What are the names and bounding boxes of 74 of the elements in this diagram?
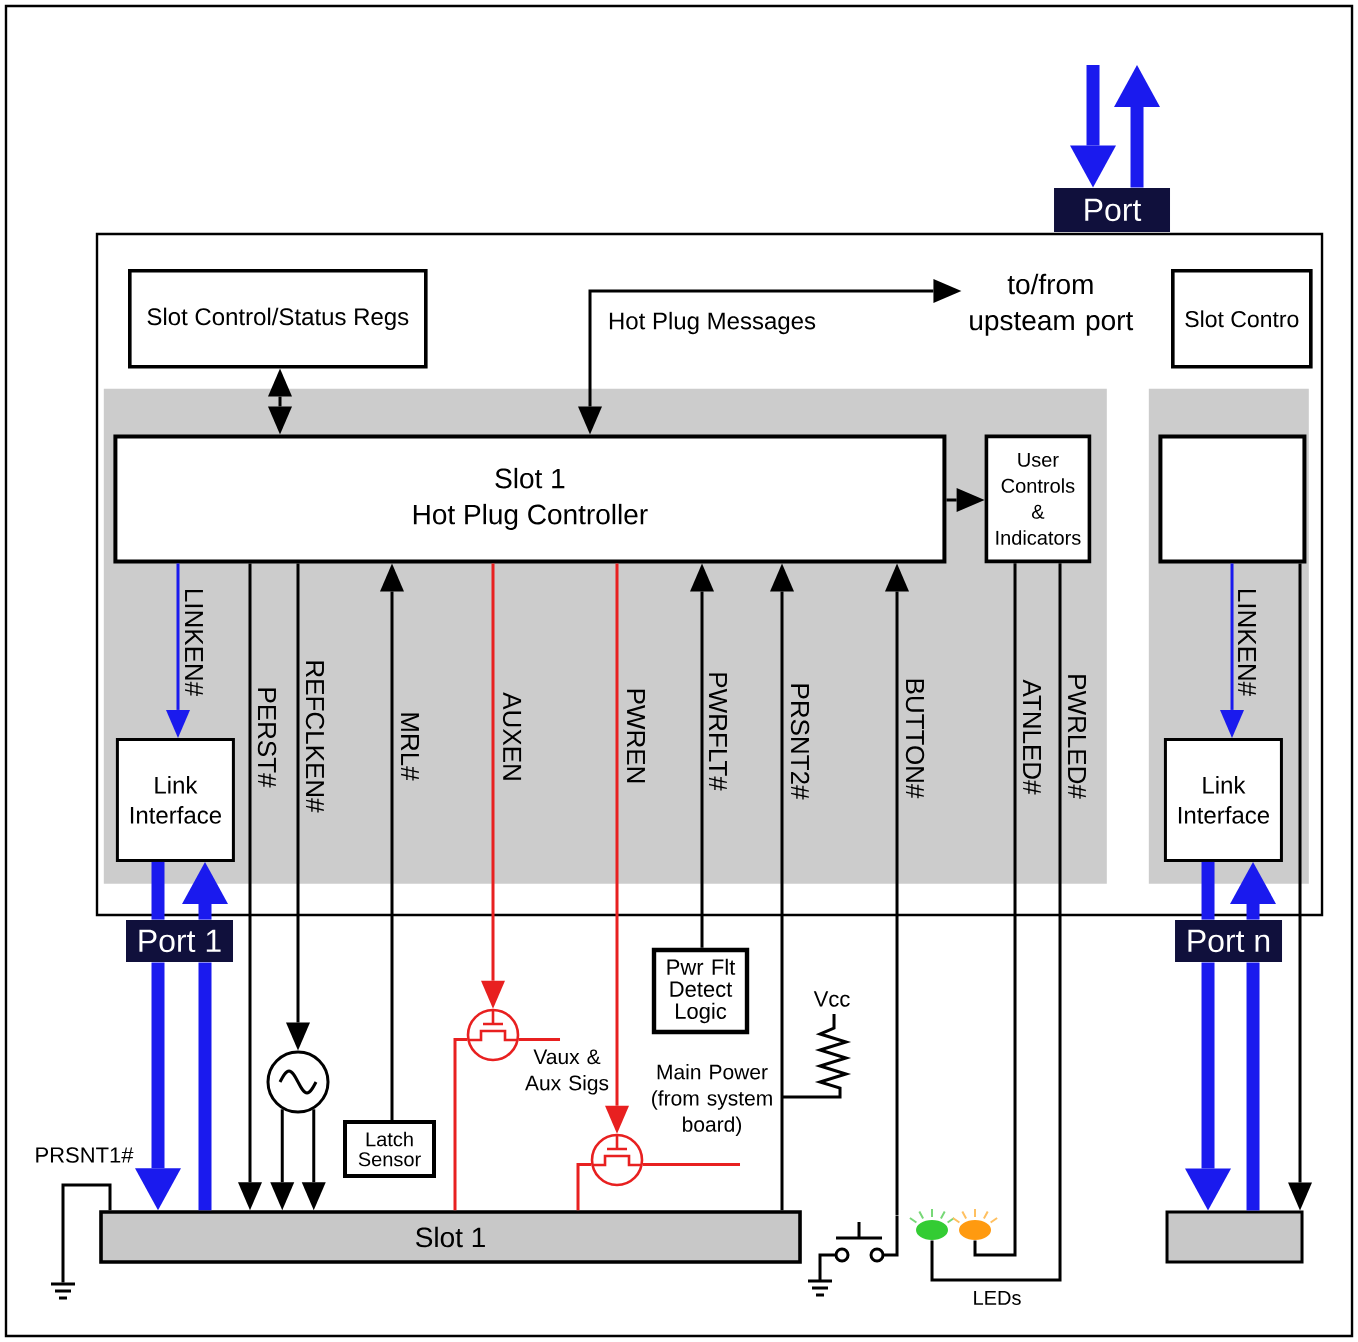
arrow (690, 563, 714, 948)
arrow (1230, 861, 1276, 920)
line (518, 1038, 560, 1042)
logic-box: Pwr Flt Detect Logic (651, 947, 750, 1035)
edge-label: LINKEN# (1238, 589, 1256, 697)
led-symbol (908, 1208, 956, 1240)
port-box: Port (1054, 188, 1170, 232)
line (61, 1183, 112, 1283)
line (1246, 962, 1260, 1211)
ground-symbol (49, 1282, 77, 1300)
arrow (1114, 65, 1160, 188)
arrow (166, 563, 190, 738)
edge-label: LINKEN# (185, 589, 203, 697)
register-box: Slot Contro (1171, 269, 1313, 369)
arrow (605, 563, 629, 1134)
controller-box: Slot 1 Hot Plug Controller (113, 434, 947, 564)
interface-box: Link Interface (1163, 737, 1283, 862)
edge-label: PERST# (257, 688, 277, 788)
arrow (182, 861, 228, 920)
edge-label: REFCLKEN# (305, 661, 325, 813)
port-box: Port 1 (126, 920, 233, 962)
edge-label: MRL# (401, 713, 419, 781)
line (576, 1163, 592, 1211)
arrow (286, 563, 310, 1051)
line (973, 563, 1017, 1257)
register-box: Slot Control/Status Regs (128, 269, 428, 369)
arrow (135, 962, 181, 1211)
edge-label: PWRLED# (1068, 675, 1086, 799)
edge-label: Vaux & Aux Sigs (525, 1049, 609, 1095)
edge-label: Hot Plug Messages (609, 311, 816, 335)
arrow (1220, 563, 1244, 738)
line (151, 861, 165, 920)
edge-label: PRSNT2# (790, 684, 810, 800)
sensor-box: Latch Sensor (343, 1120, 436, 1178)
transistor-symbol (466, 1008, 520, 1062)
edge-label: BUTTON# (905, 679, 925, 799)
slot-bar: Slot 1 (99, 1210, 802, 1264)
arrow (1070, 65, 1116, 188)
edge-label: PWRFLT# (709, 673, 727, 791)
arrow (268, 368, 292, 435)
edge-label: ATNLED# (1023, 679, 1041, 795)
arrow (301, 1109, 326, 1211)
voltage-label: Vcc (813, 991, 850, 1007)
arrow (270, 1109, 295, 1211)
controls-box: User Controls & Indicators (984, 434, 1092, 564)
arrow (1185, 962, 1231, 1211)
edge-label: AUXEN (502, 692, 522, 780)
line (930, 563, 1062, 1282)
enclosure-box (95, 232, 1324, 917)
slot-bar (1165, 1210, 1304, 1264)
line (642, 1163, 740, 1167)
interface-box: Link Interface (115, 737, 235, 862)
text-label: LEDs (974, 1291, 1021, 1305)
transistor-symbol (590, 1133, 644, 1187)
line (198, 962, 212, 1211)
arrow (885, 563, 909, 1216)
port-box: Port n (1175, 920, 1282, 962)
arrow (481, 563, 505, 1009)
arrow (770, 563, 794, 1211)
oscillator-symbol (266, 1050, 330, 1114)
led-symbol (951, 1208, 999, 1240)
arrow (380, 563, 404, 1120)
arrow (1288, 563, 1313, 1211)
empty-box (1158, 434, 1307, 564)
arrow (578, 279, 962, 435)
line (453, 1038, 468, 1211)
line (1201, 861, 1215, 920)
push-button-symbol (806, 1214, 899, 1297)
edge-label: Main Power (from system board) (652, 1064, 772, 1136)
arrow (238, 563, 262, 1211)
edge-label: PRSNT1# (36, 1147, 134, 1163)
arrow (946, 488, 985, 512)
edge-label: PWREN (627, 689, 645, 783)
note-text: to/from upsteam port (970, 273, 1134, 336)
